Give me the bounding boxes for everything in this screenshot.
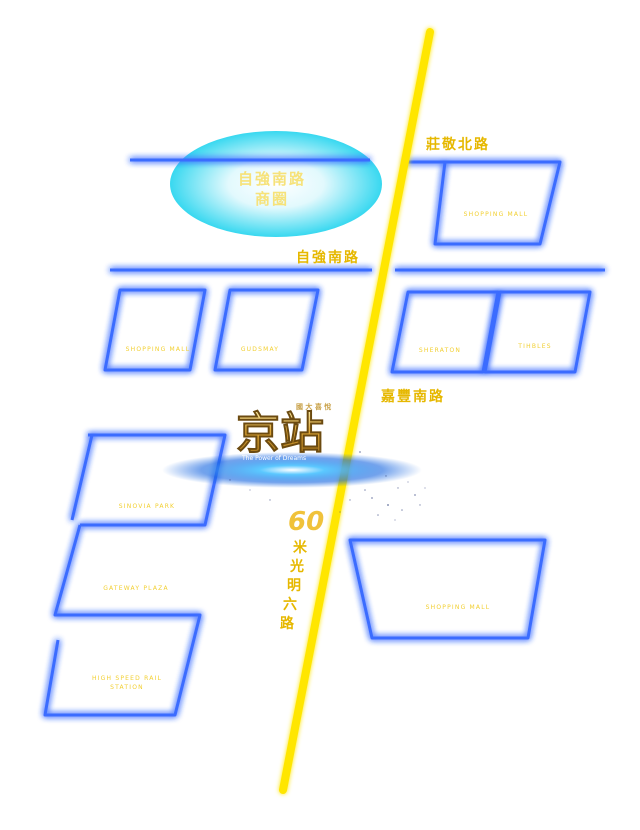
road-char-4: 六 [283,596,297,613]
logo-main-text: 京站 [236,408,324,459]
logo-tagline: 國 大 喜 悅 [296,402,331,411]
block-label-shopping-mall-ne: SHOPPING MALL [464,211,529,218]
logo-subtitle: The Power of Dreams [241,455,306,462]
road-char-3: 明 [287,578,301,594]
block-label-shopping-mall-se: SHOPPING MALL [426,604,491,611]
road-width-number: 60 [288,507,324,537]
guangming-six-road-line [279,28,434,794]
block-label-tihbles: TIHBLES [517,343,551,350]
block-label-hsr-line1: HIGH SPEED RAIL [92,675,162,682]
station-flare [162,452,422,488]
road-outlines [43,158,605,717]
ziqiang-shopping-zone[interactable] [170,131,382,237]
zone-label-line2: 商圈 [255,190,289,208]
road-label-guangming-six: 米 光 明 六 路 [280,539,308,632]
zone-label-line1: 自強南路 [238,170,306,188]
block-label-hsr-line2: STATION [110,684,144,691]
block-label-sinovia-park: SINOVIA PARK [119,503,175,510]
qsquare-logo[interactable]: 國 大 喜 悅 京站 The Power of Dreams [236,402,332,462]
road-char-1: 米 [293,539,308,556]
block-label-gudsmay: GUDSMAY [241,346,279,353]
road-label-jiafeng-south: 嘉豐南路 [380,388,445,405]
road-label-zhuangjing-north: 莊敬北路 [426,136,490,153]
block-label-gateway-plaza: GATEWAY PLAZA [103,585,169,592]
block-label-sheraton: SHERATON [419,347,461,354]
road-label-ziqiang-south: 自強南路 [296,249,360,266]
block-label-shopping-mall-w: SHOPPING MALL [126,346,191,353]
sparkle-dust [229,451,426,521]
road-char-5: 路 [280,615,295,632]
road-char-2: 光 [289,558,304,575]
